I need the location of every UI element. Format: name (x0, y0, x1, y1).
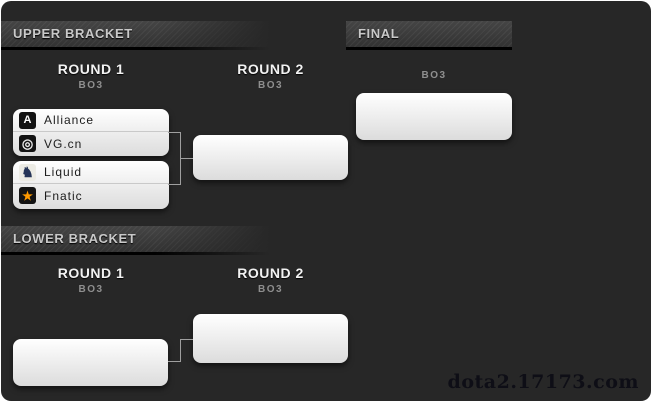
site-watermark: dota2.17173.com (447, 371, 639, 393)
lower-bracket-header: LOWER BRACKET (1, 226, 281, 255)
banner-underline (346, 47, 512, 50)
banner-texture (346, 21, 512, 47)
match-box-lower-r2[interactable] (193, 314, 348, 363)
upper-bracket-title: UPPER BRACKET (13, 26, 133, 41)
bo3-label: BO3 (78, 284, 104, 295)
fnatic-logo-icon: ★ (19, 187, 36, 204)
upper-round2-header: ROUND 2 BO3 (193, 61, 348, 91)
lower-round2-header: ROUND 2 BO3 (193, 265, 348, 295)
match-box-upper-r2[interactable] (193, 135, 348, 180)
upper-round1-header: ROUND 1 BO3 (13, 61, 169, 91)
upper-bracket-connector (168, 132, 181, 185)
bo3-label: BO3 (257, 80, 284, 91)
team-row-vgcn[interactable]: ◎ VG.cn (13, 132, 169, 155)
round-label: ROUND 2 (237, 61, 304, 77)
final-format-header: BO3 (356, 67, 512, 81)
lower-round1-header: ROUND 1 BO3 (13, 265, 169, 295)
bo3-label: BO3 (421, 70, 447, 81)
round-label: ROUND 1 (57, 265, 125, 281)
bo3-label: BO3 (78, 80, 104, 91)
vgcn-logo-icon: ◎ (19, 135, 36, 152)
banner-fade (1, 226, 281, 255)
final-title: FINAL (358, 26, 400, 41)
lower-bracket-title: LOWER BRACKET (13, 231, 137, 246)
upper-bracket-connector-stub (181, 158, 193, 159)
match-box-lower-r1[interactable] (13, 339, 168, 386)
lower-bracket-connector-stub (181, 339, 193, 340)
match-box-upper-r1-m1[interactable]: A Alliance ◎ VG.cn (13, 109, 169, 156)
lower-bracket-connector (168, 339, 181, 362)
round-label: ROUND 1 (57, 61, 125, 77)
team-name: Liquid (44, 165, 83, 179)
upper-bracket-header: UPPER BRACKET (1, 21, 281, 50)
team-row-liquid[interactable]: ♞ Liquid (13, 161, 169, 184)
team-name: VG.cn (44, 136, 83, 151)
alliance-logo-icon: A (19, 111, 36, 129)
round-label: ROUND 2 (237, 265, 304, 281)
match-box-upper-r1-m2[interactable]: ♞ Liquid ★ Fnatic (13, 161, 169, 209)
team-row-alliance[interactable]: A Alliance (13, 109, 169, 132)
banner-fade (1, 21, 281, 50)
team-name: Alliance (44, 113, 95, 127)
liquid-logo-icon: ♞ (19, 163, 36, 181)
bo3-label: BO3 (257, 284, 284, 295)
team-row-fnatic[interactable]: ★ Fnatic (13, 184, 169, 207)
team-name: Fnatic (44, 188, 83, 203)
final-header: FINAL (346, 21, 512, 50)
match-box-final[interactable] (356, 93, 512, 140)
